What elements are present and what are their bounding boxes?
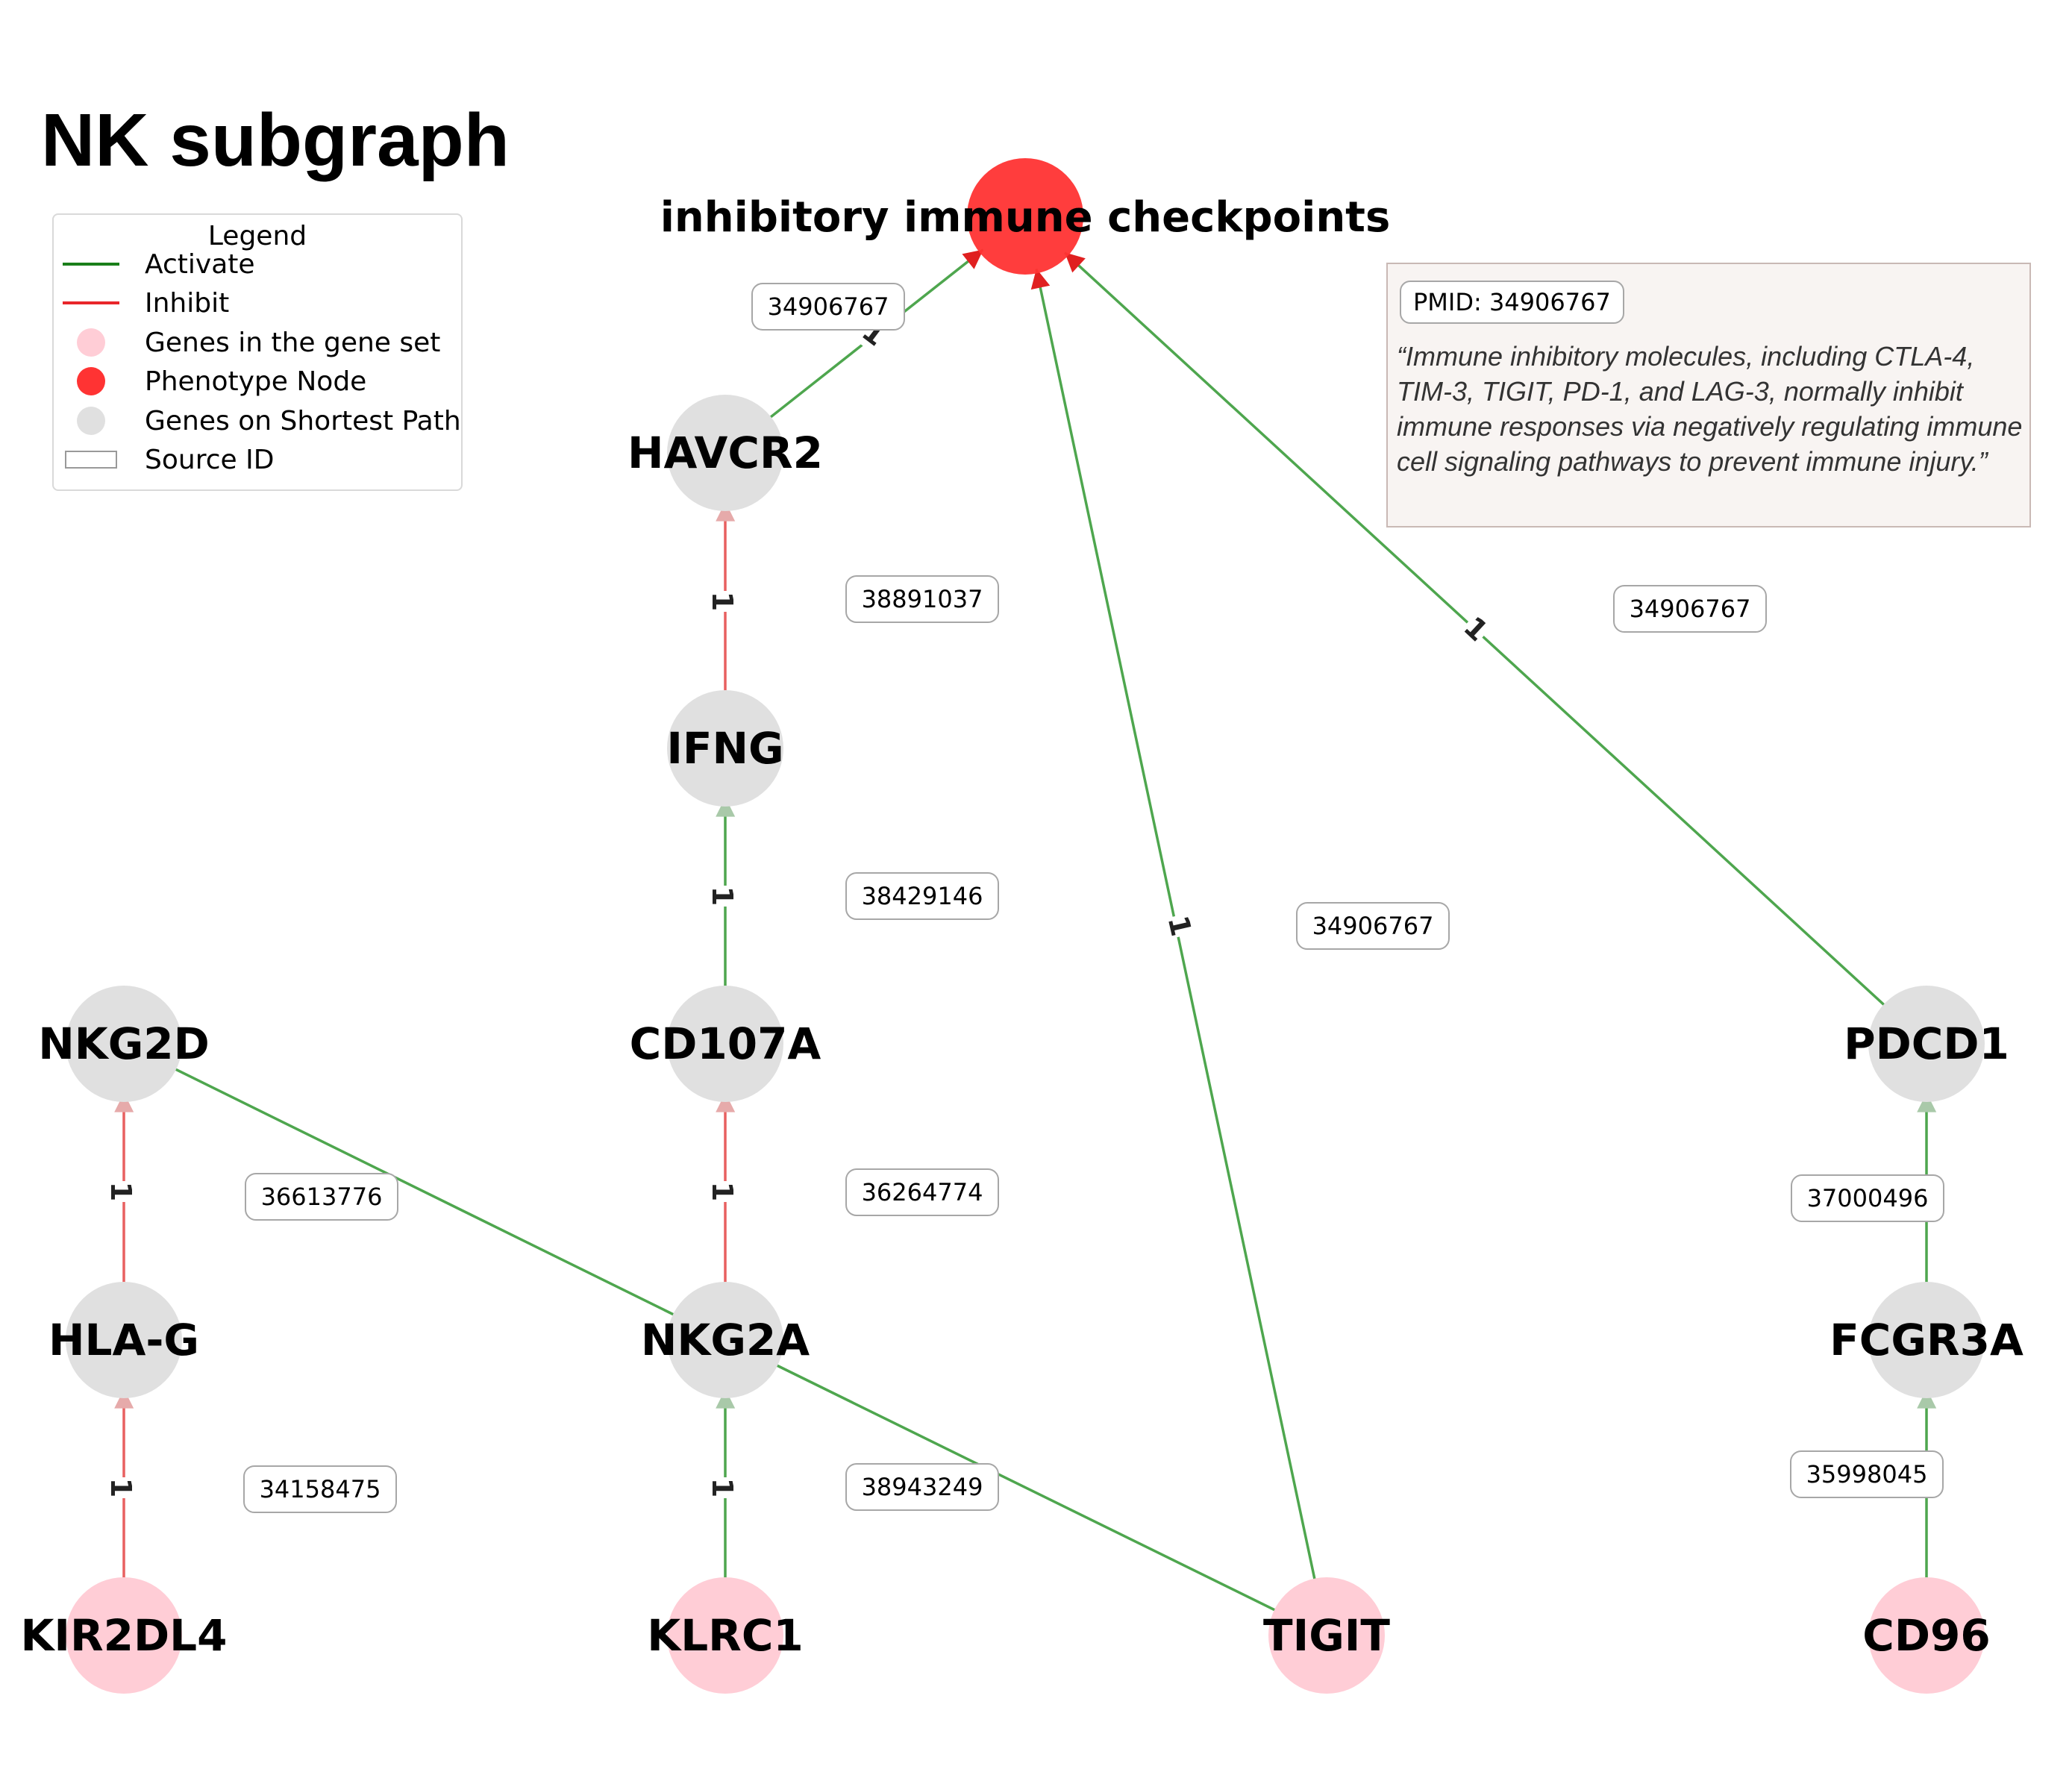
node-klrc1 <box>667 1577 783 1694</box>
source-id-label: 34906767 <box>751 283 905 331</box>
svg-text:34158475: 34158475 <box>260 1475 381 1503</box>
svg-text:34906767: 34906767 <box>1630 595 1751 623</box>
svg-text:36613776: 36613776 <box>261 1183 383 1211</box>
edge-weight-label: 1 <box>104 1477 137 1498</box>
legend-item-phenotype: Phenotype Node <box>63 362 366 401</box>
source-id-label: 36264774 <box>845 1168 999 1216</box>
node-kir2dl4 <box>66 1577 182 1694</box>
legend-item-label: Genes in the gene set <box>145 327 441 358</box>
source-id-label: 38943249 <box>845 1463 999 1511</box>
node-label-hla-g: HLA-G <box>48 1315 199 1365</box>
legend-item-activate: Activate <box>63 245 255 284</box>
source-id-label: 38891037 <box>845 575 999 623</box>
node-nkg2d <box>66 986 182 1102</box>
evidence-pmid: PMID: 34906767 <box>1400 281 1624 324</box>
node-havcr2 <box>667 395 783 511</box>
node-ifng <box>667 690 783 807</box>
svg-text:1: 1 <box>706 1182 739 1201</box>
node-label-inhibitory-immune-checkpoints: inhibitory immune checkpoints <box>660 193 1391 242</box>
svg-text:1: 1 <box>706 886 739 906</box>
node-fcgr3a <box>1868 1282 1985 1398</box>
legend-item-label: Activate <box>145 248 255 280</box>
evidence-quote: “Immune inhibitory molecules, including … <box>1397 341 2023 477</box>
node-label-klrc1: KLRC1 <box>647 1610 804 1661</box>
node-label-havcr2: HAVCR2 <box>627 428 823 478</box>
legend-item-label: Inhibit <box>145 287 230 319</box>
source-id-label: 37000496 <box>1791 1174 1944 1222</box>
source-id-label: 36613776 <box>245 1173 398 1221</box>
node-label-cd107a: CD107A <box>630 1018 821 1069</box>
inhibit-line-icon <box>63 288 119 318</box>
node-label-pdcd1: PDCD1 <box>1844 1018 2009 1069</box>
source-id-label: 38429146 <box>845 872 999 920</box>
node-cd96 <box>1868 1577 1985 1694</box>
node-label-cd96: CD96 <box>1862 1610 1990 1661</box>
source-id-label: 35998045 <box>1790 1450 1944 1498</box>
svg-text:34906767: 34906767 <box>768 292 889 321</box>
diagram-title: NK subgraph <box>41 98 510 182</box>
edge-weight-label: 1 <box>706 886 739 907</box>
node-inhibitory-immune-checkpoints <box>967 158 1083 275</box>
edge-weight-label: 1 <box>1161 912 1198 940</box>
svg-text:38943249: 38943249 <box>862 1473 983 1501</box>
source-id-label: 34906767 <box>1296 902 1450 950</box>
legend-item-inhibit: Inhibit <box>63 284 229 322</box>
node-label-tigit: TIGIT <box>1263 1610 1390 1661</box>
node-label-fcgr3a: FCGR3A <box>1830 1315 2024 1365</box>
edge-nkg2d-to-nkg2a <box>123 1042 726 1342</box>
svg-text:1: 1 <box>104 1478 137 1497</box>
edge-tigit-to-inhibitory-immune-checkpoints <box>1030 268 1328 1636</box>
svg-text:38891037: 38891037 <box>862 585 983 613</box>
svg-text:34906767: 34906767 <box>1312 912 1434 940</box>
svg-text:37000496: 37000496 <box>1807 1184 1929 1212</box>
legend-item-label: Genes on Shortest Path <box>145 405 461 436</box>
edge-weight-label: 1 <box>706 1477 739 1498</box>
source-id-label: 34906767 <box>1613 585 1767 633</box>
legend-item-source-id: Source ID <box>63 440 274 479</box>
edge-nkg2a-to-tigit <box>724 1339 1327 1637</box>
edge-pdcd1-to-inhibitory-immune-checkpoints <box>1063 251 1928 1045</box>
svg-text:1: 1 <box>706 1478 739 1497</box>
legend-item-gene-set: Genes in the gene set <box>63 323 440 362</box>
edge-weight-label: 1 <box>706 591 739 612</box>
svg-text:1: 1 <box>1162 912 1198 939</box>
gray-dot-icon <box>63 406 119 436</box>
legend-item-shortest-path: Genes on Shortest Path <box>63 401 461 440</box>
svg-text:1: 1 <box>706 592 739 611</box>
source-box-icon <box>63 445 119 475</box>
node-cd107a <box>667 986 783 1102</box>
svg-text:1: 1 <box>104 1182 137 1201</box>
node-tigit <box>1268 1577 1385 1694</box>
node-label-kir2dl4: KIR2DL4 <box>20 1610 227 1661</box>
evidence-box: PMID: 34906767 “Immune inhibitory molecu… <box>1386 263 2031 528</box>
svg-text:38429146: 38429146 <box>862 882 983 910</box>
edge-weight-label: 1 <box>104 1181 137 1202</box>
activate-line-icon <box>63 249 119 279</box>
source-id-label: 34158475 <box>243 1465 397 1513</box>
pink-dot-icon <box>63 328 119 357</box>
legend-item-label: Phenotype Node <box>145 366 367 397</box>
node-label-nkg2a: NKG2A <box>641 1315 810 1365</box>
legend-title: Legend <box>207 221 307 251</box>
node-nkg2a <box>667 1282 783 1398</box>
node-pdcd1 <box>1868 986 1985 1102</box>
edge-weight-label: 1 <box>706 1181 739 1202</box>
node-hla-g <box>66 1282 182 1398</box>
red-dot-icon <box>63 366 119 396</box>
svg-text:36264774: 36264774 <box>862 1178 983 1206</box>
legend-item-label: Source ID <box>145 444 275 475</box>
node-label-ifng: IFNG <box>666 723 783 774</box>
legend: Legend Activate Inhibit Genes in the gen… <box>52 213 463 491</box>
node-label-nkg2d: NKG2D <box>38 1018 210 1069</box>
svg-text:35998045: 35998045 <box>1806 1460 1928 1488</box>
